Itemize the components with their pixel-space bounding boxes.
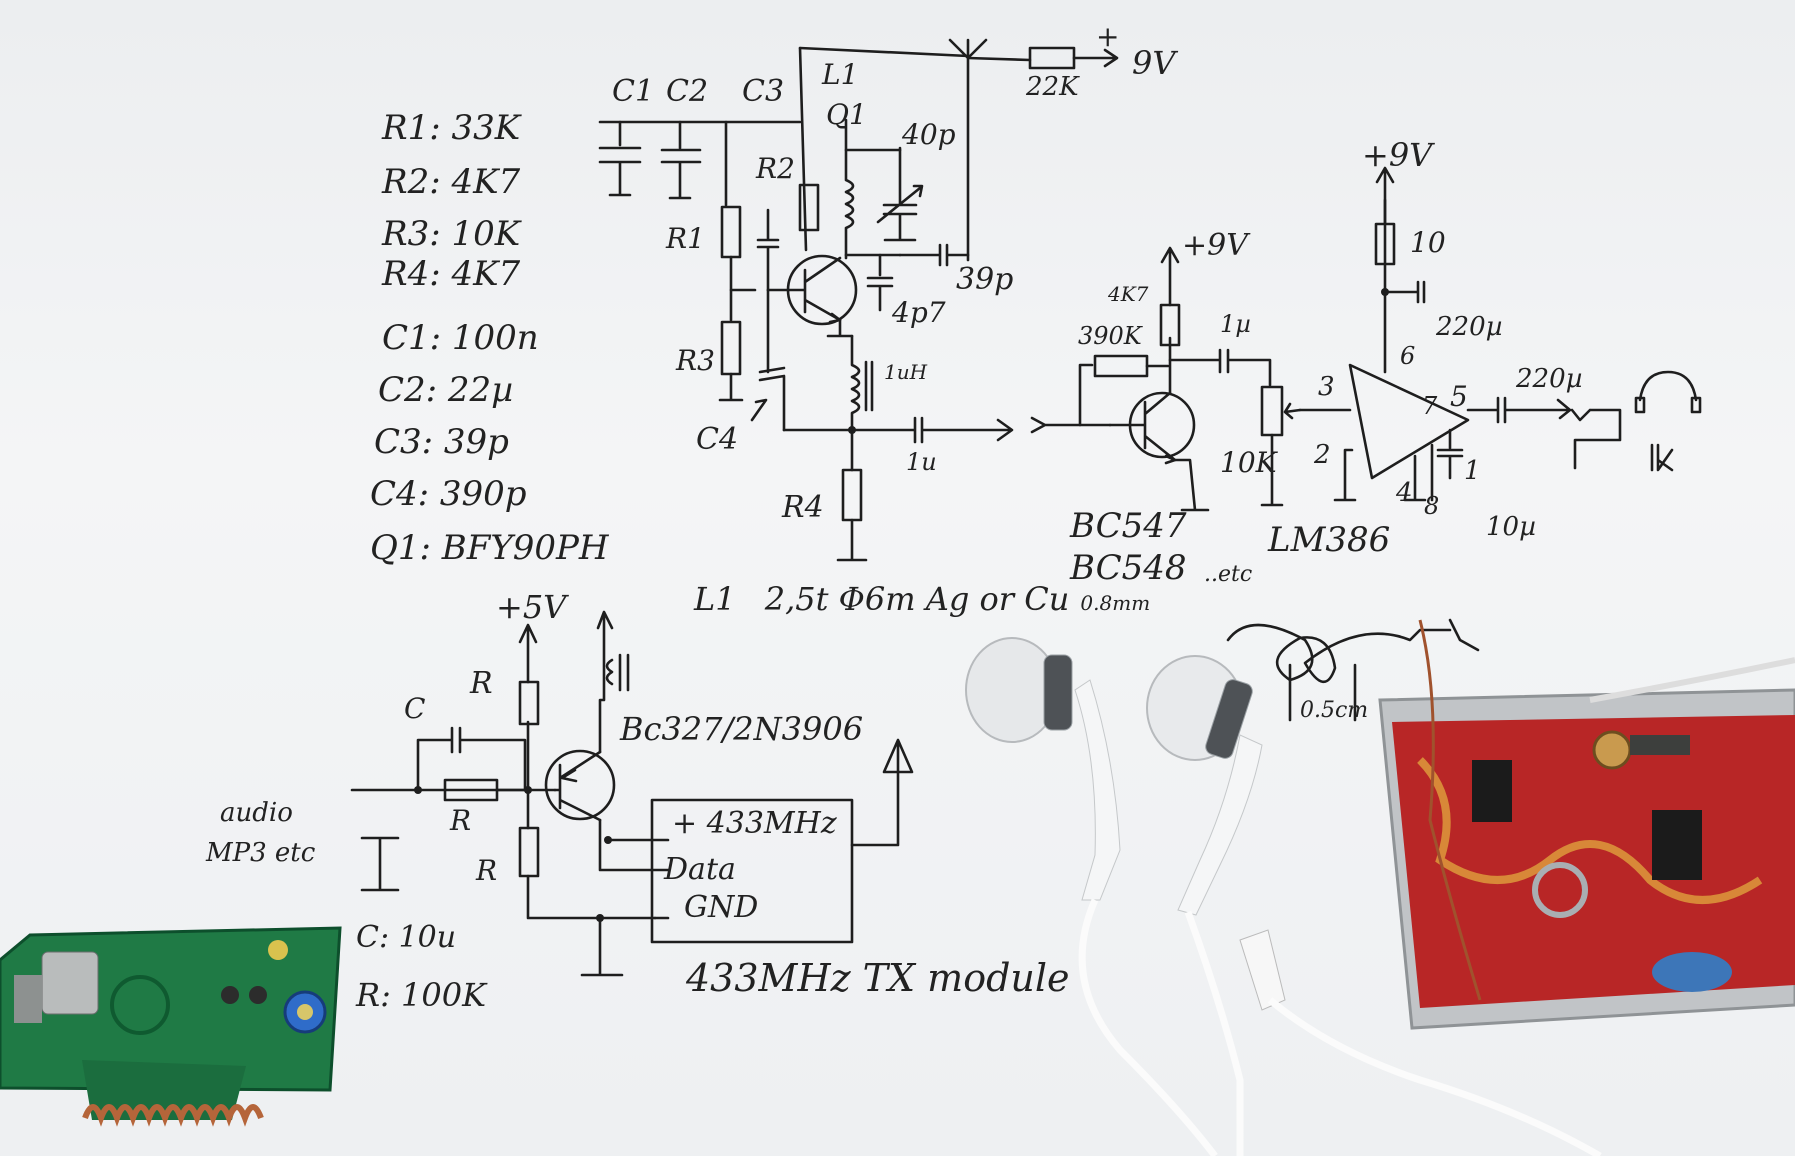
label-c2: C2 (666, 74, 709, 109)
resistor-r1 (720, 205, 742, 259)
potentiometer-10k (1260, 385, 1284, 437)
label-r1: R1 (666, 222, 705, 255)
module-pin-433: + 433MHz (672, 806, 837, 841)
label-bc547: BC547 (1070, 506, 1187, 546)
rf-receiver-schematic (598, 38, 1119, 562)
value-r: R: 100K (356, 976, 487, 1014)
label-39p: 39p (956, 262, 1014, 297)
choke-1uh (850, 334, 874, 432)
resistor-r2 (798, 183, 820, 232)
input-label-mp3: MP3 etc (206, 838, 316, 868)
label-r-bot: R (476, 854, 498, 887)
module-label: 433MHz TX module (686, 956, 1070, 1000)
label-pin8: 8 (1424, 492, 1440, 520)
label-4p7: 4p7 (892, 296, 946, 329)
label-1u-b: 1µ (1220, 310, 1251, 338)
resistor-r-top (518, 680, 540, 726)
coil-note: L1 2,5t Φ6m Ag or Cu 0.8mm (694, 580, 1150, 618)
coil-note-main: 2,5t Φ6m Ag or Cu (764, 580, 1070, 618)
label-1uh: 1uH (884, 360, 928, 384)
parts-item: C2: 22µ (378, 370, 514, 410)
label-r3: R3 (676, 344, 715, 377)
tx-module-box (650, 798, 854, 944)
lm386-amplifier-schematic (1333, 166, 1702, 502)
resistor-22k (1028, 46, 1076, 70)
module-pin-gnd: GND (684, 890, 759, 925)
label-l1: L1 (822, 58, 859, 91)
label-lm-supply: +9V (1362, 136, 1433, 174)
resistor-r4 (841, 468, 863, 522)
label-pin6: 6 (1400, 342, 1416, 370)
label-390k: 390K (1078, 322, 1142, 350)
transmitter-schematic (350, 610, 914, 977)
label-pin5: 5 (1450, 380, 1468, 413)
label-r-top: R (470, 666, 493, 701)
parts-item: C1: 100n (382, 318, 539, 358)
input-capacitor-symbol (360, 836, 400, 892)
speaker-icon (1650, 443, 1674, 472)
label-r-mid: R (450, 804, 472, 837)
label-etc: ..etc (1204, 562, 1253, 587)
label-c1: C1 (612, 74, 655, 109)
earphones-photo (965, 637, 1602, 1156)
label-pin1: 1 (1464, 456, 1481, 486)
label-plus: + (1096, 20, 1120, 53)
resistor-r-bottom (518, 826, 540, 878)
coil-note-small: 0.8mm (1080, 591, 1151, 615)
label-22k: 22K (1026, 72, 1079, 102)
tx-module-photo (0, 926, 342, 1127)
helical-antenna-coil (82, 1104, 264, 1127)
label-c4: C4 (696, 422, 739, 457)
label-220u-a: 220µ (1436, 312, 1503, 342)
coil-note-prefix: L1 (694, 580, 736, 618)
label-c3: C3 (742, 74, 785, 109)
parts-item: R1: 33K (382, 108, 521, 148)
label-1u: 1u (906, 448, 937, 476)
label-40p: 40p (902, 118, 956, 151)
label-10u: 10µ (1486, 512, 1536, 542)
label-220u-b: 220µ (1516, 364, 1583, 394)
lm386-chip (1348, 363, 1470, 480)
resistor-r3 (720, 320, 742, 376)
label-pin3: 3 (1318, 372, 1335, 402)
choke-tx (605, 653, 630, 692)
label-pin7: 7 (1422, 392, 1438, 420)
label-bc-supply: +9V (1182, 228, 1248, 263)
capacitor-c2 (660, 120, 702, 200)
parts-item: C4: 390p (370, 474, 527, 514)
value-c: C: 10u (356, 920, 457, 955)
parts-item: R4: 4K7 (382, 254, 521, 294)
label-bc327: Bc327/2N3906 (620, 710, 864, 748)
label-r10: 10 (1410, 226, 1446, 259)
label-c: C (404, 692, 426, 725)
label-r2: R2 (756, 152, 795, 185)
module-pin-data: Data (664, 852, 736, 887)
headphones-icon (1634, 370, 1702, 414)
label-q1: Q1 (826, 98, 867, 131)
label-5v: +5V (496, 588, 567, 626)
capacitor-c4 (750, 288, 786, 432)
label-bc548: BC548 (1070, 548, 1187, 588)
parts-item: Q1: BFY90PH (370, 528, 609, 568)
coil-l1 (844, 118, 855, 260)
label-4k7: 4K7 (1108, 282, 1149, 306)
label-r4: R4 (782, 490, 824, 525)
label-lm386: LM386 (1268, 520, 1391, 560)
label-9v: 9V (1132, 44, 1176, 82)
parts-item: R2: 4K7 (382, 162, 521, 202)
receiver-board-photo (1378, 619, 1795, 1030)
transistor-bc327 (544, 749, 616, 821)
parts-item: C3: 39p (374, 422, 509, 462)
resistor-390k (1093, 354, 1149, 378)
parts-item: R3: 10K (382, 214, 521, 254)
input-label-audio: audio (220, 798, 293, 828)
trimmer-40p (876, 146, 924, 242)
label-pin4: 4 (1396, 478, 1413, 508)
coil-sketch (1226, 618, 1480, 722)
coil-size-label: 0.5cm (1300, 698, 1369, 723)
transistor-preamp-schematic (1030, 246, 1352, 512)
label-10k: 10K (1220, 446, 1277, 479)
label-pin2: 2 (1314, 440, 1331, 470)
capacitor-c1 (598, 120, 642, 197)
